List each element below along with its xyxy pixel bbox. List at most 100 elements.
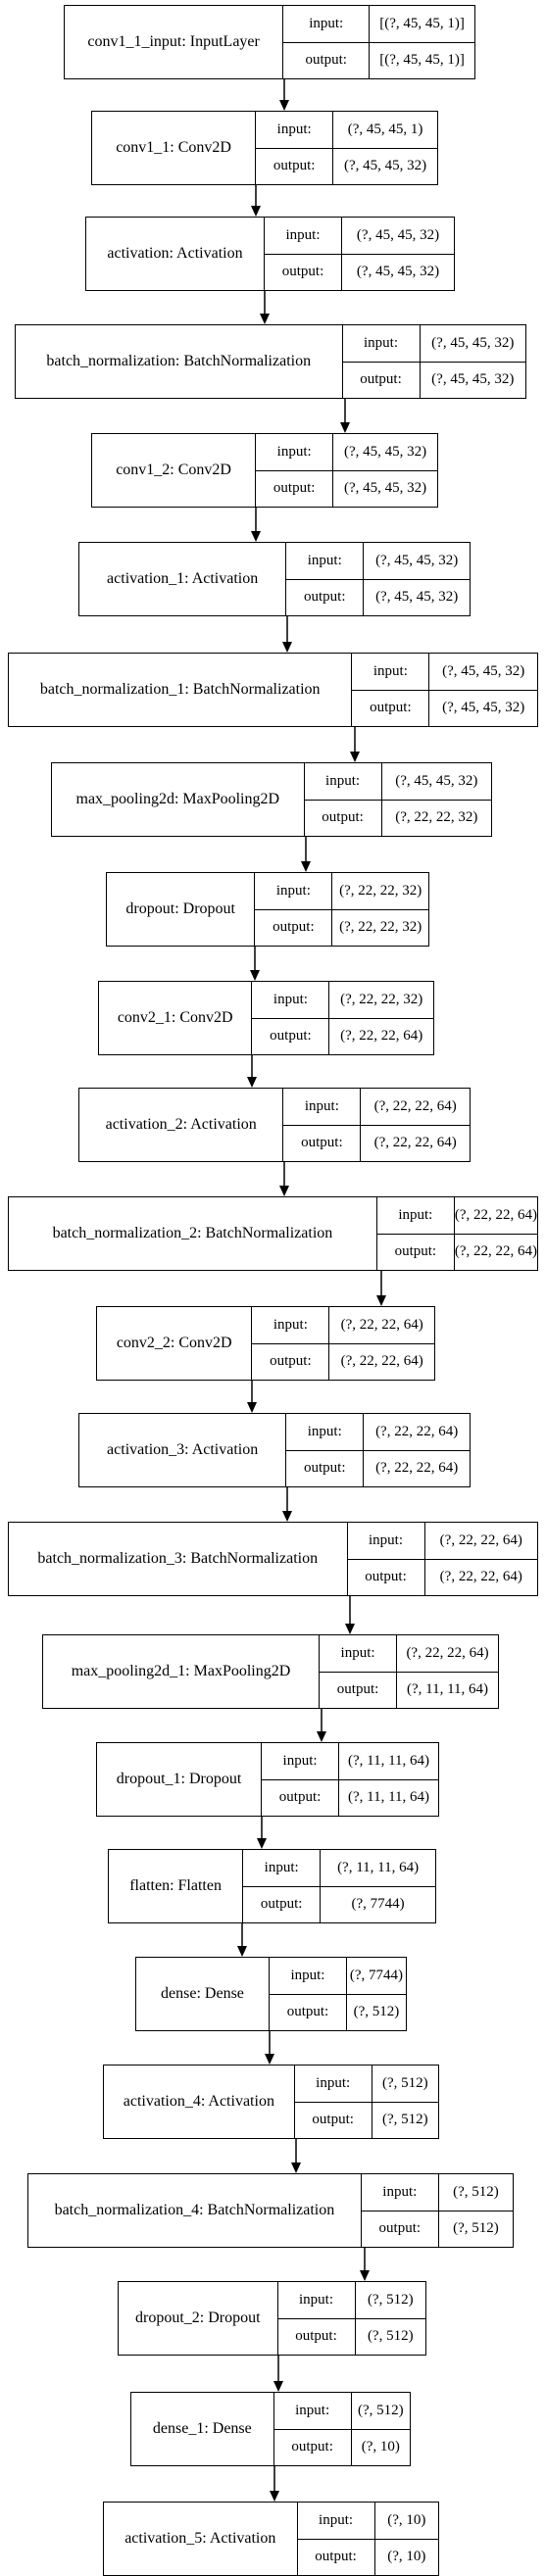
- layer-io-table: input:(?, 22, 22, 64)output: (?, 11, 11, …: [320, 1635, 498, 1708]
- output-label: output:: [283, 1125, 362, 1161]
- output-row: output:(?, 512): [269, 1993, 406, 2030]
- input-row: input:(?, 22, 22, 64): [286, 1414, 470, 1450]
- input-label: input:: [265, 218, 342, 254]
- output-label: output:: [286, 1450, 365, 1486]
- output-shape: (?, 22, 22, 64): [439, 1569, 522, 1585]
- output-row: output:(?, 45, 45, 32): [286, 578, 470, 615]
- output-shape: (?, 22, 22, 64): [375, 1460, 459, 1477]
- input-row: input:(?, 11, 11, 64): [262, 1743, 438, 1779]
- connector-arrowhead: [270, 2491, 279, 2502]
- connector-arrowhead: [250, 970, 260, 981]
- layer-io-table: input:(?, 512)output:(?, 512): [361, 2174, 513, 2247]
- output-shape: (?, 512): [367, 2328, 414, 2345]
- output-label: output:: [283, 42, 371, 78]
- input-row: input:(?, 22, 22, 64): [320, 1635, 498, 1672]
- input-label: input:: [352, 654, 430, 690]
- layer-io-table: input:(?, 10)output:(?, 10): [297, 2503, 438, 2575]
- connector-arrowhead: [345, 1624, 355, 1634]
- input-row: input:(?, 45, 45, 32): [256, 434, 437, 470]
- connector-arrowhead: [251, 531, 261, 542]
- layer-io-table: input:(?, 22, 22, 32)output:(?, 22, 22, …: [255, 873, 428, 946]
- input-shape: (?, 512): [382, 2074, 428, 2091]
- output-label: output:: [320, 1672, 398, 1708]
- input-label: input:: [348, 1523, 425, 1559]
- layer-io-table: input:(?, 22, 22, 64)output: (?, 22, 22, …: [286, 1414, 470, 1486]
- output-shape: (?, 22, 22, 64): [340, 1353, 423, 1370]
- layer-node: batch_normalization_1: BatchNormalizatio…: [8, 653, 538, 727]
- layer-io-table: input:(?, 45, 45, 32)output:(?, 45, 45, …: [342, 325, 525, 398]
- layer-name: max_pooling2d: MaxPooling2D: [52, 763, 305, 836]
- input-label: input:: [286, 543, 365, 579]
- input-label: input:: [278, 2282, 356, 2318]
- layer-node: batch_normalization_2: BatchNormalizatio…: [8, 1196, 538, 1271]
- input-label: input:: [298, 2503, 375, 2539]
- output-label: output:: [243, 1886, 322, 1922]
- layer-io-table: input:(?, 7744)output:(?, 512): [269, 1958, 406, 2030]
- input-label: input:: [262, 1743, 340, 1779]
- output-row: output:(?, 22, 22, 64): [252, 1017, 433, 1054]
- output-shape: (?, 22, 22, 32): [395, 809, 478, 826]
- input-row: input: (?, 45, 45, 32): [286, 543, 470, 579]
- layer-name: dropout_2: Dropout: [119, 2282, 278, 2355]
- output-row: output:[(?, 45, 45, 1)]: [283, 41, 474, 78]
- layer-io-table: input: (?, 22, 22, 64)output: (?, 22, 22, …: [347, 1523, 537, 1595]
- output-shape: (?, 11, 11, 64): [407, 1681, 489, 1698]
- output-label: output:: [262, 1779, 340, 1816]
- layer-name: activation: Activation: [86, 218, 265, 290]
- connector-arrowhead: [291, 2163, 301, 2173]
- output-row: output:(?, 22, 22, 32): [255, 908, 428, 946]
- output-row: output:(?, 45, 45, 32): [256, 469, 437, 507]
- connector-arrowhead: [279, 100, 289, 111]
- output-label: output:: [255, 909, 333, 946]
- output-row: output:(?, 22, 22, 64): [283, 1124, 470, 1161]
- input-row: input:(?, 22, 22, 64): [283, 1089, 470, 1125]
- output-label: output:: [274, 2429, 352, 2465]
- output-row: output: (?, 22, 22, 64): [347, 1558, 537, 1595]
- layer-io-table: input:(?, 22, 22, 64)output:(?, 22, 22, …: [376, 1197, 537, 1270]
- input-row: input:(?, 22, 22, 32): [252, 982, 433, 1018]
- output-row: output: (?, 22, 22, 32): [304, 799, 491, 836]
- layer-io-table: input:(?, 512)output:(?, 512): [277, 2282, 425, 2355]
- connector-arrowhead: [237, 1946, 247, 1957]
- input-shape: (?, 22, 22, 64): [340, 1316, 423, 1333]
- output-label: output:: [352, 690, 430, 726]
- input-shape: (?, 512): [358, 2402, 404, 2418]
- connector-arrowhead: [247, 1077, 257, 1088]
- input-row: input:(?, 22, 22, 32): [255, 873, 428, 909]
- input-shape: (?, 45, 45, 32): [375, 552, 459, 568]
- output-row: output: (?, 22, 22, 64): [286, 1449, 470, 1486]
- input-shape: (?, 45, 45, 32): [431, 334, 515, 351]
- input-row: input:(?, 45, 45, 32): [352, 654, 537, 690]
- output-shape: (?, 512): [353, 2004, 400, 2020]
- input-row: input:(?, 22, 22, 64): [252, 1307, 434, 1343]
- layer-io-table: input:(?, 45, 45, 32)output:(?, 45, 45, …: [256, 434, 437, 507]
- input-row: input:(?, 10): [298, 2503, 438, 2539]
- output-label: output:: [348, 1559, 425, 1595]
- output-row: output:(?, 22, 22, 64): [252, 1342, 434, 1380]
- input-shape: (?, 22, 22, 32): [340, 991, 423, 1007]
- input-row: input:(?, 45, 45, 32): [305, 763, 491, 800]
- output-shape: (?, 45, 45, 32): [442, 700, 525, 716]
- input-shape: [(?, 45, 45, 1)]: [379, 15, 465, 31]
- output-row: output: (?, 45, 45, 32): [352, 689, 537, 726]
- output-row: output:(?, 7744): [243, 1885, 435, 1922]
- layer-name: max_pooling2d_1: MaxPooling2D: [43, 1635, 321, 1708]
- output-shape: (?, 512): [453, 2220, 499, 2237]
- layer-name: batch_normalization_1: BatchNormalizatio…: [9, 654, 353, 726]
- output-label: output:: [265, 254, 342, 290]
- output-shape: (?, 10): [387, 2549, 426, 2565]
- output-label: output:: [305, 800, 382, 836]
- connector-arrowhead: [360, 2270, 370, 2281]
- connector-arrowhead: [282, 1511, 292, 1522]
